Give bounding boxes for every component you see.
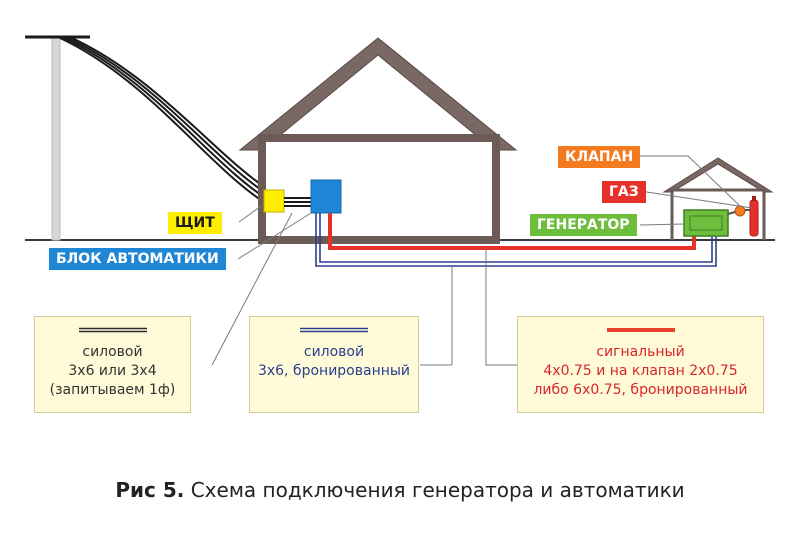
caption-text: Схема подключения генератора и автоматик… [190,478,685,502]
caption-prefix: Рис 5. [115,478,185,502]
klapan-label: КЛАПАН [558,146,641,168]
legend-line: 4х0.75 и на клапан 2х0.75 [543,363,738,379]
panel-wires [284,197,312,207]
automatic-block [310,179,342,214]
shchit-label: ЩИТ [168,212,222,234]
generator-house [662,157,774,240]
utility-pole [51,37,61,241]
cable-sample-red [606,328,675,332]
legend-line: силовой [82,344,143,360]
leader-lines [211,155,753,366]
legend-signal-cable: сигнальный 4х0.75 и на клапан 2х0.75 либ… [517,316,764,413]
power-cable-underground [315,213,717,267]
gaz-label: ГАЗ [602,181,646,203]
generator-label: ГЕНЕРАТОР [530,214,637,236]
valve-icon [734,205,746,217]
generator-panel [689,215,723,231]
gas-cylinder [749,199,759,237]
legend-line: (запитываем 1ф) [49,382,176,398]
legend-power-cable-3x6: силовой 3х6 или 3х4 (запитываем 1ф) [34,316,191,413]
legend-line: 3х6, бронированный [257,363,411,379]
signal-cable-underground [328,213,696,250]
legend-line: 3х6 или 3х4 [68,363,157,379]
overhead-power-line [59,37,277,207]
gas-cylinder-valve [752,196,756,201]
shchit-panel [263,189,285,213]
figure-caption: Рис 5. Схема подключения генератора и ав… [0,478,800,502]
legend-line: сигнальный [596,344,685,360]
main-house [238,37,518,244]
valve-pipe [727,211,736,215]
cable-sample-black [78,327,147,333]
legend-line: либо 6х0.75, бронированный [533,382,748,398]
blok-avtomatiki-label: БЛОК АВТОМАТИКИ [49,248,226,270]
generator-unit [683,209,729,237]
legend-line: силовой [303,344,365,360]
cable-sample-blue [300,327,368,333]
legend-armored-power-cable: силовой 3х6, бронированный [249,316,419,413]
